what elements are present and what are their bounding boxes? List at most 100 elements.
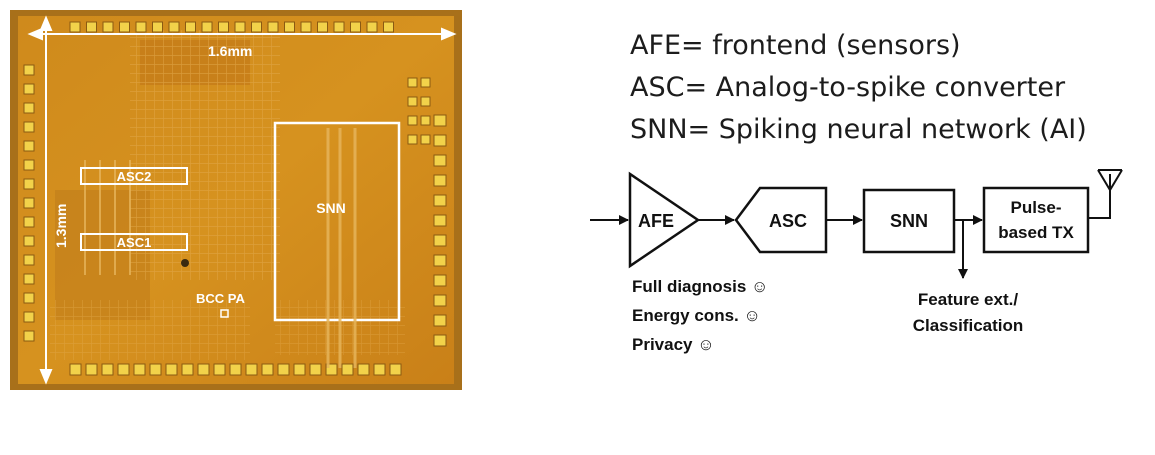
bond-pad: [433, 314, 447, 327]
bond-pad: [420, 134, 431, 145]
bond-pad: [23, 102, 35, 114]
bond-pad: [181, 363, 194, 376]
chip-height-label: 1.3mm: [53, 204, 69, 248]
asc1-label: ASC1: [117, 235, 152, 250]
bond-pad: [373, 363, 386, 376]
bond-pad: [152, 21, 163, 33]
chip-die-photo: 1.6mm 1.3mm ASC2 ASC1 SNN BCC PA: [10, 10, 462, 390]
tx-label-line2: based TX: [998, 223, 1074, 242]
output-label-line2: Classification: [913, 316, 1024, 335]
bond-pad: [149, 363, 162, 376]
bond-pad: [325, 363, 338, 376]
snn-block: [862, 188, 956, 254]
bond-pad: [293, 363, 306, 376]
antenna-icon: [1088, 169, 1123, 219]
bond-pad: [101, 363, 114, 376]
bond-pad: [23, 140, 35, 152]
bond-pad: [407, 77, 418, 88]
bond-pad: [117, 363, 130, 376]
bond-pad: [433, 254, 447, 267]
benefit-full-diagnosis: Full diagnosis ☺: [632, 277, 768, 296]
bond-pad: [102, 21, 114, 33]
bond-pad: [23, 83, 35, 95]
bond-pad: [23, 311, 35, 323]
bond-pad: [317, 21, 328, 33]
bond-pad: [341, 363, 354, 376]
bond-pad: [23, 178, 35, 190]
asc1-block-outline: [80, 233, 188, 251]
bond-pad: [389, 363, 402, 376]
bcc-pa-outline: [220, 309, 229, 318]
legend-snn: SNN= Spiking neural network (AI): [630, 114, 1087, 145]
bond-pad: [135, 21, 147, 33]
snn-label: SNN: [316, 200, 346, 216]
benefit-privacy: Privacy ☺: [632, 335, 715, 354]
bond-pad: [69, 363, 82, 376]
bond-pad: [407, 96, 418, 107]
bond-pad: [420, 115, 431, 126]
bond-pad: [23, 235, 35, 247]
bond-pad: [213, 363, 226, 376]
bond-pad: [433, 114, 447, 127]
bcc-pa-label: BCC PA: [196, 291, 245, 306]
bond-pad: [23, 159, 35, 171]
tx-label-line1: Pulse-: [1010, 198, 1061, 217]
afe-amplifier-triangle: [628, 171, 701, 269]
snn-block-outline: [273, 121, 401, 322]
die-dimension-arrows: [27, 15, 457, 385]
bond-pad: [407, 134, 418, 145]
bond-pad: [168, 21, 180, 33]
bond-pad: [433, 174, 447, 187]
die-dot: [181, 259, 189, 267]
bond-pad: [245, 363, 258, 376]
bond-pad: [201, 21, 213, 33]
bond-pad: [23, 64, 35, 76]
bond-pad: [23, 121, 35, 133]
bond-pad: [277, 363, 290, 376]
bond-pad: [420, 77, 431, 88]
legend-afe: AFE= frontend (sensors): [630, 30, 961, 61]
afe-label: AFE: [638, 211, 674, 231]
asc-label: ASC: [769, 211, 807, 231]
bond-pad: [133, 363, 146, 376]
snn-block-label: SNN: [890, 211, 928, 231]
bond-pad: [284, 21, 295, 33]
pulse-tx-block: [982, 186, 1090, 254]
output-label-line1: Feature ext./: [918, 290, 1018, 309]
chip-width-label: 1.6mm: [208, 43, 252, 59]
asc2-label: ASC2: [117, 169, 152, 184]
bond-pad: [433, 274, 447, 287]
bond-pad: [165, 363, 178, 376]
bond-pad: [197, 363, 210, 376]
legend-asc: ASC= Analog-to-spike converter: [630, 72, 1066, 103]
bond-pad: [433, 154, 447, 167]
die-background: [10, 10, 462, 390]
bond-pad: [433, 234, 447, 247]
bond-pad: [23, 292, 35, 304]
bond-pad: [309, 363, 322, 376]
benefit-energy: Energy cons. ☺: [632, 306, 761, 325]
bond-pad: [333, 21, 345, 33]
bond-pad: [23, 273, 35, 285]
bond-pad: [23, 254, 35, 266]
bond-pad: [261, 363, 274, 376]
bond-pad: [23, 216, 35, 228]
bond-pad: [23, 197, 35, 209]
bond-pad: [234, 21, 246, 33]
bond-pad: [433, 214, 447, 227]
bond-pad: [185, 21, 196, 33]
bond-pad: [433, 294, 447, 307]
bond-pad: [433, 134, 447, 147]
bond-pad: [420, 96, 431, 107]
bond-pad: [218, 21, 229, 33]
bond-pad: [267, 21, 279, 33]
system-block-diagram: AFE ASC SNN Pulse- based TX Full diagnos…: [590, 169, 1123, 354]
bond-pad: [86, 21, 97, 33]
bond-pad: [383, 21, 394, 33]
bond-pad: [350, 21, 361, 33]
bond-pad: [366, 21, 378, 33]
chip-bond-pads: [23, 21, 447, 376]
bond-pad: [119, 21, 130, 33]
bond-pad: [69, 21, 81, 33]
bond-pad: [407, 115, 418, 126]
